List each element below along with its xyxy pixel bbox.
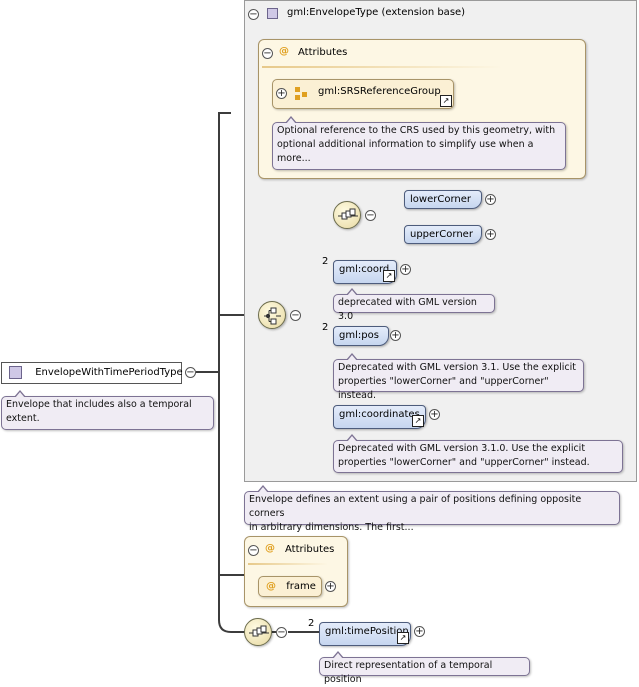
expand-toggle-lower-corner[interactable]: + [485, 194, 496, 205]
doc-line: Deprecated with GML version 3.1. Use the… [338, 362, 576, 373]
base-type-documentation: Envelope defines an extent using a pair … [244, 485, 620, 533]
complex-type-icon [9, 365, 22, 379]
choice-compositor-icon[interactable] [258, 301, 286, 329]
gml-coord-element[interactable]: gml:coord ↗ [333, 260, 397, 284]
reference-arrow-icon: ↗ [440, 95, 452, 107]
reference-arrow-icon: ↗ [412, 415, 424, 427]
attribute-group-icon [295, 87, 309, 100]
doc-line: Envelope that includes also a temporal [6, 399, 192, 410]
element-label: gml:coord [339, 264, 390, 275]
coord-documentation: deprecated with GML version 3.0 [333, 288, 495, 322]
pos-documentation: Deprecated with GML version 3.1. Use the… [333, 353, 584, 401]
doc-line: in arbitrary dimensions. The first... [249, 522, 414, 533]
root-type-label: EnvelopeWithTimePeriodType [35, 367, 183, 378]
time-position-documentation: Direct representation of a temporal posi… [319, 651, 530, 685]
reference-arrow-icon: ↗ [397, 632, 409, 644]
attribute-at-icon: @ [266, 581, 276, 592]
complex-type-icon [267, 8, 278, 19]
element-label: gml:timePosition [325, 626, 409, 637]
sequence-symbol [338, 208, 358, 220]
gml-pos-element[interactable]: gml:pos [333, 326, 389, 346]
doc-line: Optional reference to the CRS used by th… [277, 125, 556, 136]
ext-attributes-label: Attributes [285, 544, 335, 555]
doc-line: deprecated with GML version 3.0 [338, 297, 477, 322]
root-type-box[interactable]: EnvelopeWithTimePeriodType [1, 362, 183, 384]
frame-attribute[interactable]: @ frame [258, 576, 322, 597]
coordinates-documentation: Deprecated with GML version 3.1.0. Use t… [333, 434, 623, 473]
doc-line: extent. [6, 413, 40, 424]
sequence-compositor-icon[interactable] [333, 201, 361, 229]
doc-line: Envelope defines an extent using a pair … [249, 494, 582, 519]
expand-toggle-time-position[interactable]: + [414, 626, 425, 637]
element-label: lowerCorner [410, 194, 471, 205]
doc-line: properties "lowerCorner" and "upperCorne… [338, 376, 549, 401]
base-type-title: gml:EnvelopeType (extension base) [287, 7, 466, 18]
expand-toggle-srs-group[interactable]: + [276, 88, 287, 99]
expand-toggle-upper-corner[interactable]: + [485, 229, 496, 240]
doc-line: properties "lowerCorner" and "upperCorne… [338, 457, 590, 468]
collapse-toggle-base-attributes[interactable]: − [262, 48, 273, 59]
occurrence-label: 2 [322, 256, 329, 267]
collapse-toggle-base[interactable]: − [248, 9, 259, 20]
collapse-toggle-ext-attributes[interactable]: − [248, 545, 259, 556]
root-documentation: Envelope that includes also a temporal e… [1, 390, 214, 430]
element-label: gml:pos [339, 330, 379, 341]
sequence-compositor-time-icon[interactable] [244, 618, 272, 646]
doc-line: Direct representation of a temporal posi… [324, 660, 493, 685]
reference-arrow-icon: ↗ [383, 270, 395, 282]
occurrence-label: 2 [322, 322, 329, 333]
choice-symbol [264, 307, 281, 325]
frame-attribute-label: frame [286, 581, 316, 592]
expand-toggle-coord[interactable]: + [400, 264, 411, 275]
expand-toggle-coordinates[interactable]: + [429, 409, 440, 420]
upper-corner-element[interactable]: upperCorner [404, 225, 482, 244]
collapse-toggle-choice[interactable]: − [290, 310, 301, 321]
doc-line: Deprecated with GML version 3.1.0. Use t… [338, 443, 586, 454]
collapse-toggle-sequence-corners[interactable]: − [365, 210, 376, 221]
element-label: gml:coordinates [339, 409, 420, 420]
gml-time-position-element[interactable]: gml:timePosition ↗ [319, 622, 411, 646]
attributes-separator [262, 66, 502, 68]
base-attributes-label: Attributes [298, 47, 348, 58]
expand-toggle-frame[interactable]: + [325, 581, 336, 592]
sequence-symbol [249, 625, 269, 637]
doc-line: optional additional information to simpl… [277, 139, 534, 150]
attributes-separator [248, 563, 328, 565]
expand-toggle-pos[interactable]: + [390, 330, 401, 341]
lower-corner-element[interactable]: lowerCorner [404, 190, 482, 209]
attribute-at-icon: @ [279, 46, 289, 57]
attribute-at-icon: @ [265, 543, 275, 554]
collapse-toggle-sequence-time[interactable]: − [276, 627, 287, 638]
gml-coordinates-element[interactable]: gml:coordinates ↗ [333, 405, 426, 429]
collapse-toggle-root[interactable]: − [185, 367, 196, 378]
occurrence-label: 2 [308, 618, 315, 629]
srs-group-documentation: Optional reference to the CRS used by th… [272, 116, 566, 170]
element-label: upperCorner [410, 229, 473, 240]
srs-reference-group-label: gml:SRSReferenceGroup [318, 86, 441, 97]
doc-line: more... [277, 153, 311, 164]
